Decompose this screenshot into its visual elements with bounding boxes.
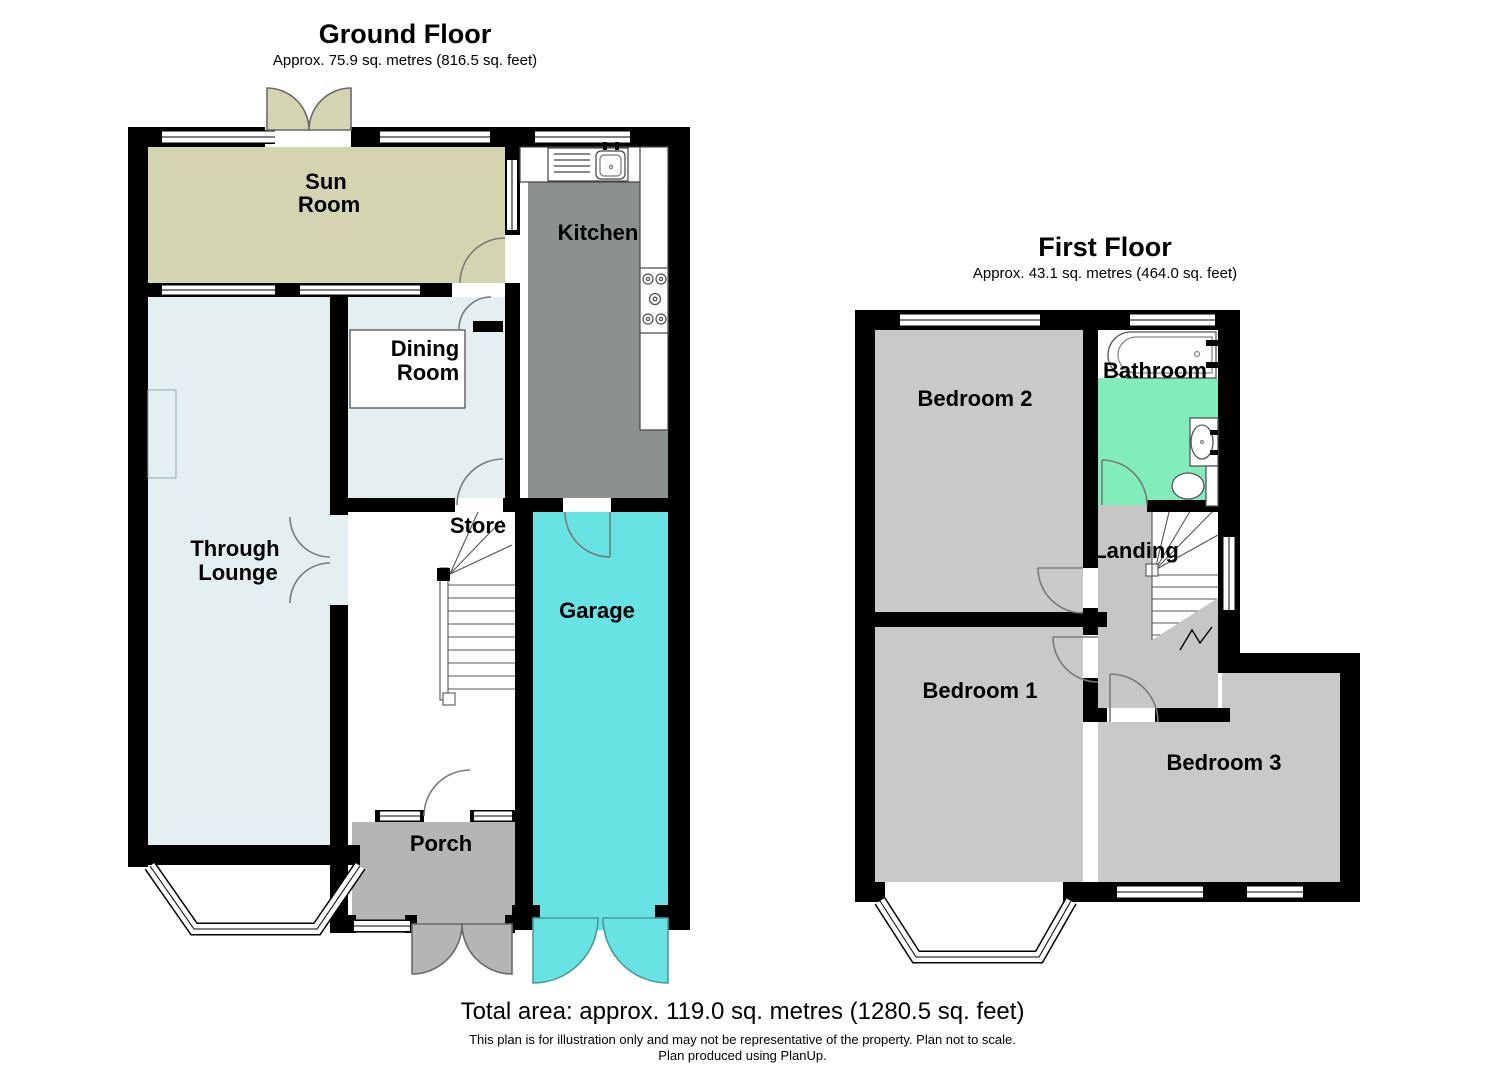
first-floor-fixtures — [1107, 331, 1219, 507]
bedroom3-label: Bedroom 3 — [1167, 750, 1282, 775]
first-floor-fills — [875, 330, 1340, 882]
door — [1052, 636, 1099, 683]
ground-floor-labels: Sun Room Kitchen Dining Room Through Lou… — [190, 169, 638, 856]
first-floor-title: First Floor — [1038, 232, 1172, 262]
bedroom1-floor — [875, 627, 1083, 882]
bedroom3-floor — [1098, 673, 1340, 882]
ground-floor-title-block: Ground Floor Approx. 75.9 sq. metres (81… — [105, 18, 705, 69]
french-doors — [266, 87, 352, 131]
total-area-text: Total area: approx. 119.0 sq. metres (12… — [460, 998, 1025, 1025]
toilet-icon — [1171, 465, 1219, 507]
sun-room-label: Sun Room — [298, 169, 360, 217]
basin-icon — [1189, 417, 1219, 467]
porch-front-doors — [411, 923, 513, 975]
first-floor-area: Approx. 43.1 sq. metres (464.0 sq. feet) — [972, 265, 1238, 283]
ground-floor-doors — [266, 87, 669, 984]
bay-window — [144, 862, 366, 936]
footer: Total area: approx. 119.0 sq. metres (12… — [240, 998, 1245, 1065]
through-lounge-label: Through Lounge — [190, 536, 285, 585]
garage-label: Garage — [559, 598, 635, 623]
bay-window — [874, 897, 1077, 964]
first-floor-plan: Bedroom 2 Bathroom Landing Bedroom 1 Bed… — [855, 310, 1360, 964]
sun-room-floor — [148, 147, 515, 287]
garage-doors — [532, 917, 669, 984]
door — [423, 769, 471, 817]
hob-icon — [639, 267, 669, 334]
door — [564, 511, 611, 558]
porch-label: Porch — [410, 831, 472, 856]
double-doors — [289, 516, 331, 604]
first-floor-title-block: First Floor Approx. 43.1 sq. metres (464… — [805, 231, 1405, 282]
door — [1037, 567, 1084, 614]
kitchen-floor — [528, 182, 668, 500]
disclaimer-line1: This plan is for illustration only and m… — [469, 1032, 1016, 1047]
first-floor-labels: Bedroom 2 Bathroom Landing Bedroom 1 Bed… — [918, 358, 1282, 775]
door — [456, 458, 504, 506]
door — [1109, 673, 1159, 723]
disclaimer-line2: Plan produced using PlanUp. — [658, 1048, 827, 1064]
dining-room-label: Dining Room — [391, 336, 466, 385]
fireplace — [147, 389, 177, 479]
ground-floor-windows — [144, 130, 630, 936]
garage-floor — [533, 505, 668, 930]
door — [458, 296, 492, 330]
kitchen-label: Kitchen — [558, 220, 639, 245]
first-floor-windows — [874, 313, 1303, 964]
bedroom1-label: Bedroom 1 — [923, 678, 1038, 703]
ground-floor-area: Approx. 75.9 sq. metres (816.5 sq. feet) — [272, 52, 538, 70]
door — [1101, 459, 1148, 506]
staircase — [437, 511, 515, 706]
ground-floor-fixtures — [147, 142, 669, 706]
ground-floor-plan: Sun Room Kitchen Dining Room Through Lou… — [128, 87, 690, 984]
bedroom2-label: Bedroom 2 — [918, 386, 1033, 411]
landing-label: Landing — [1093, 538, 1179, 563]
porch-floor — [352, 822, 515, 933]
bathroom-label: Bathroom — [1103, 358, 1207, 383]
kitchen-sink-icon — [519, 142, 669, 183]
bedroom2-floor — [875, 330, 1083, 612]
door — [459, 237, 506, 284]
first-floor-doors — [1037, 459, 1159, 723]
through-lounge-floor — [148, 297, 330, 845]
bathtub-icon — [1107, 331, 1218, 379]
store-label: Store — [450, 513, 506, 538]
dining-table — [349, 329, 466, 409]
first-floor-staircase — [1145, 507, 1219, 651]
ground-floor-openings — [265, 127, 611, 822]
ground-floor-title: Ground Floor — [318, 19, 492, 49]
